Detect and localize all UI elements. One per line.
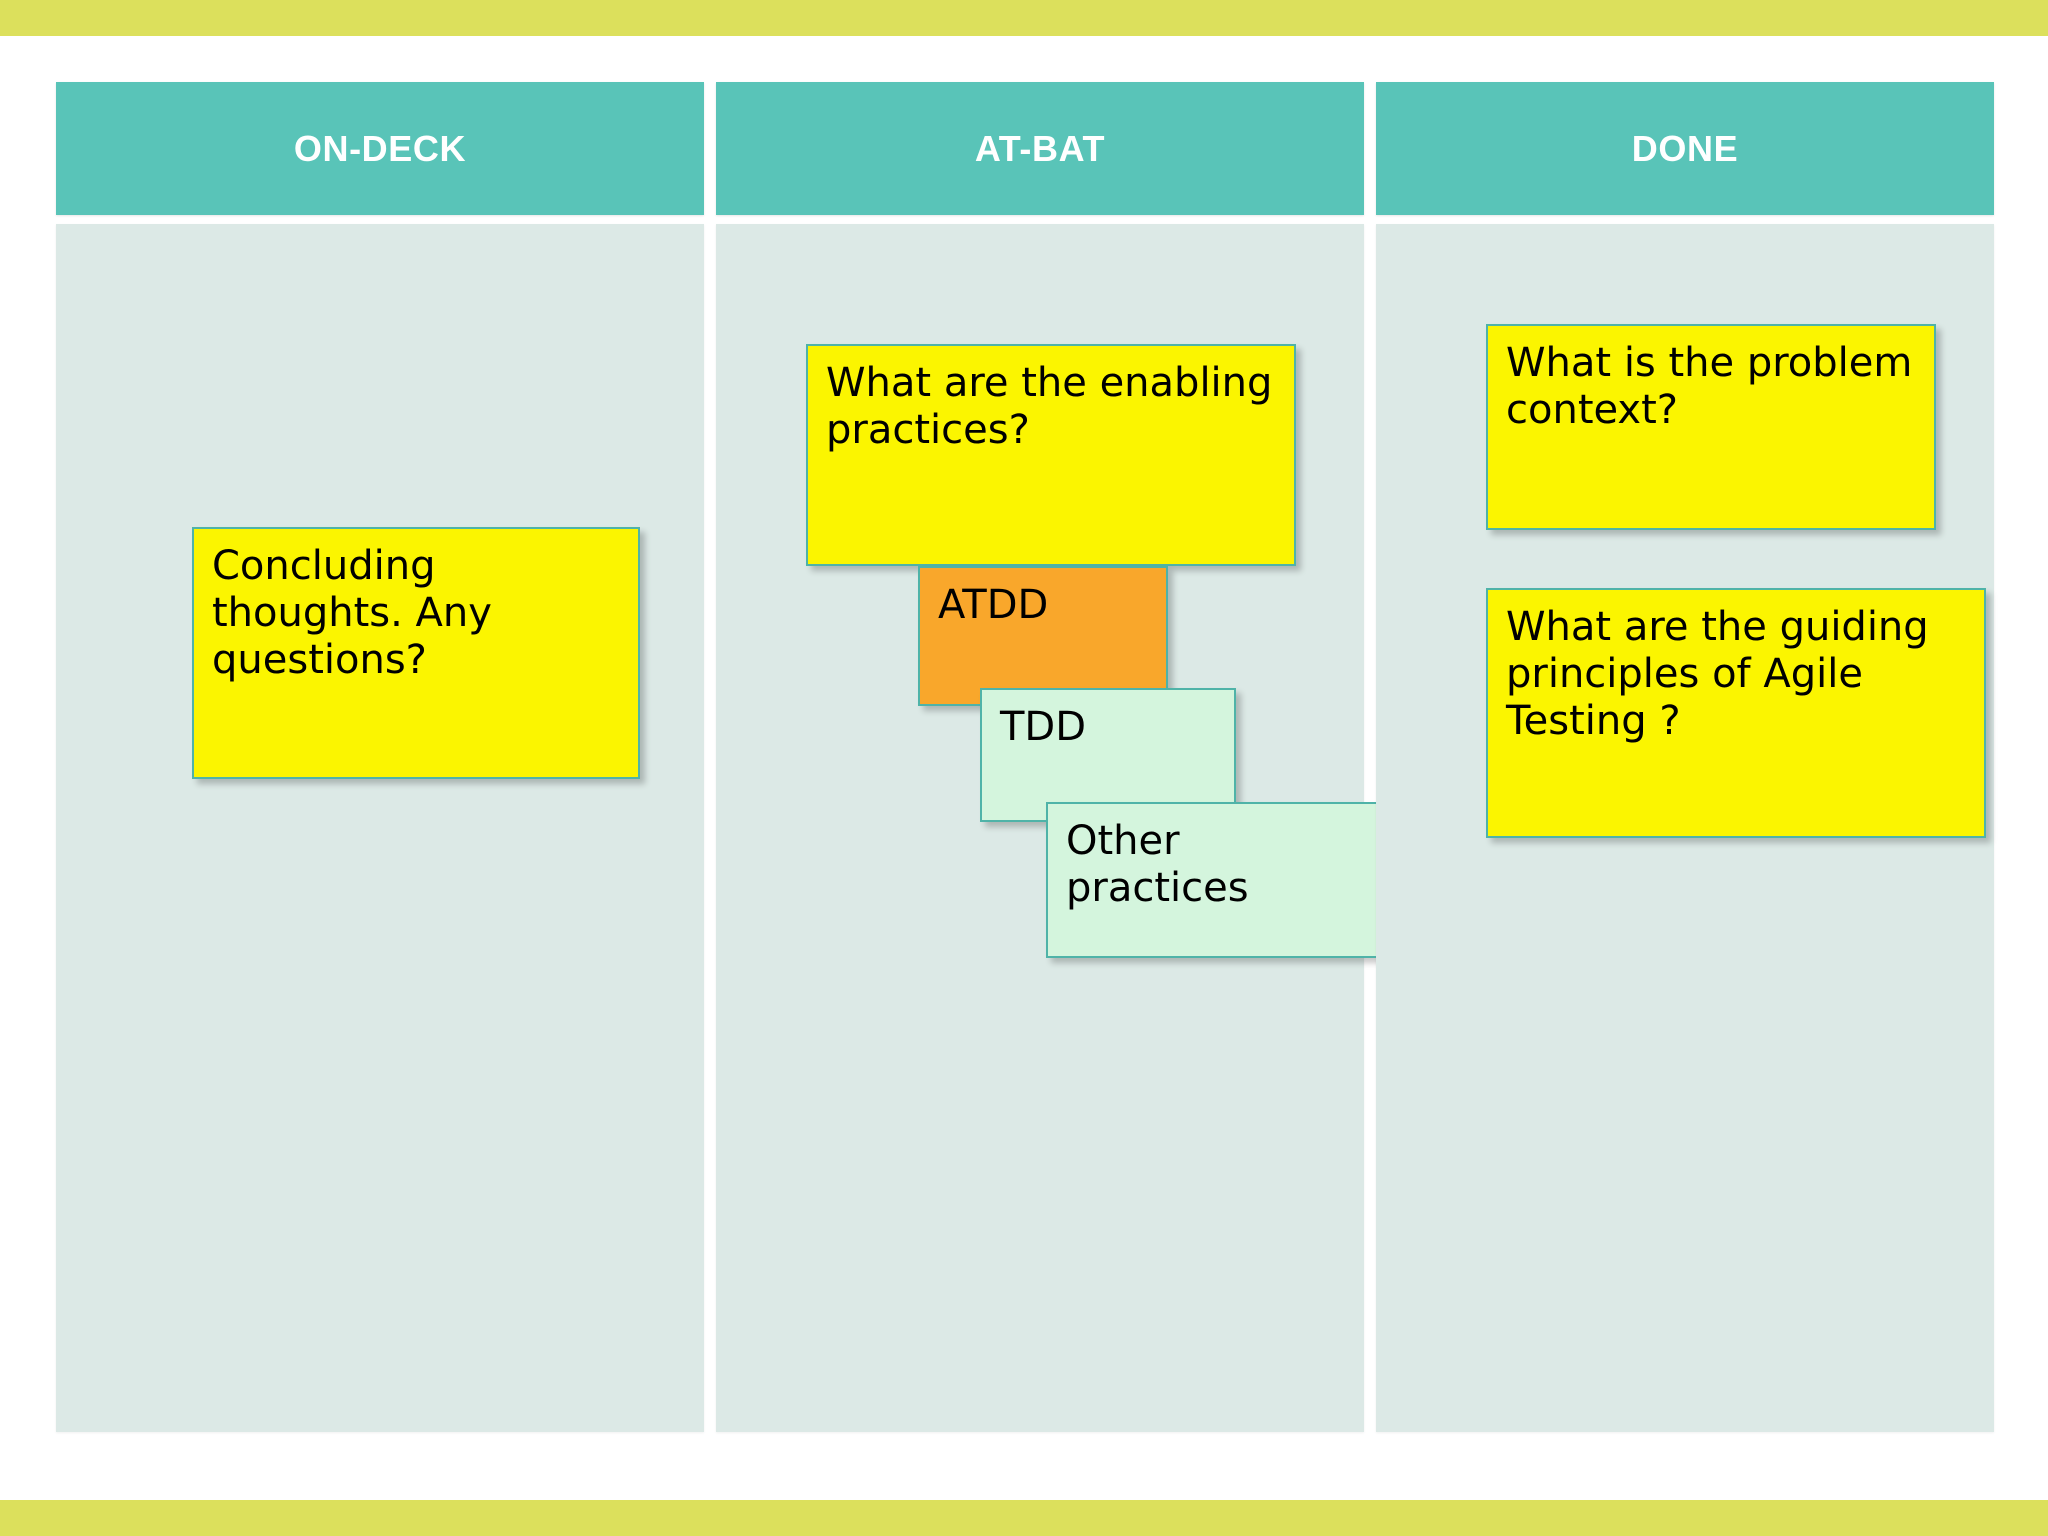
column-body-at-bat: What are the enabling practices? ATDD TD… [716, 224, 1386, 1432]
sticky-note-other-practices[interactable]: Other practices [1046, 802, 1386, 958]
board-column-at-bat: AT-BAT What are the enabling practices? … [716, 82, 1386, 1432]
top-accent-band [0, 0, 2048, 36]
column-header-label: DONE [1631, 127, 1739, 169]
sticky-note-concluding-thoughts[interactable]: Concluding thoughts. Any questions? [192, 527, 640, 779]
sticky-note-atdd[interactable]: ATDD [918, 566, 1168, 706]
bottom-accent-band [0, 1500, 2048, 1536]
sticky-note-enabling-practices[interactable]: What are the enabling practices? [806, 344, 1296, 566]
column-header-on-deck[interactable]: ON-DECK [56, 82, 704, 215]
sticky-note-problem-context[interactable]: What is the problem context? [1486, 324, 1936, 530]
board-column-on-deck: ON-DECK Concluding thoughts. Any questio… [56, 82, 704, 1432]
sticky-note-agile-testing-principles[interactable]: What are the guiding principles of Agile… [1486, 588, 1986, 838]
board-column-done: DONE What is the problem context? What a… [1376, 82, 1994, 1432]
column-header-label: AT-BAT [974, 127, 1106, 169]
column-body-done: What is the problem context? What are th… [1376, 224, 1994, 1432]
column-header-at-bat[interactable]: AT-BAT [716, 82, 1364, 215]
kanban-board: ON-DECK Concluding thoughts. Any questio… [56, 82, 1994, 1432]
column-header-label: ON-DECK [293, 127, 467, 169]
sticky-note-tdd[interactable]: TDD [980, 688, 1236, 822]
column-body-on-deck: Concluding thoughts. Any questions? [56, 224, 704, 1432]
column-header-done[interactable]: DONE [1376, 82, 1994, 215]
